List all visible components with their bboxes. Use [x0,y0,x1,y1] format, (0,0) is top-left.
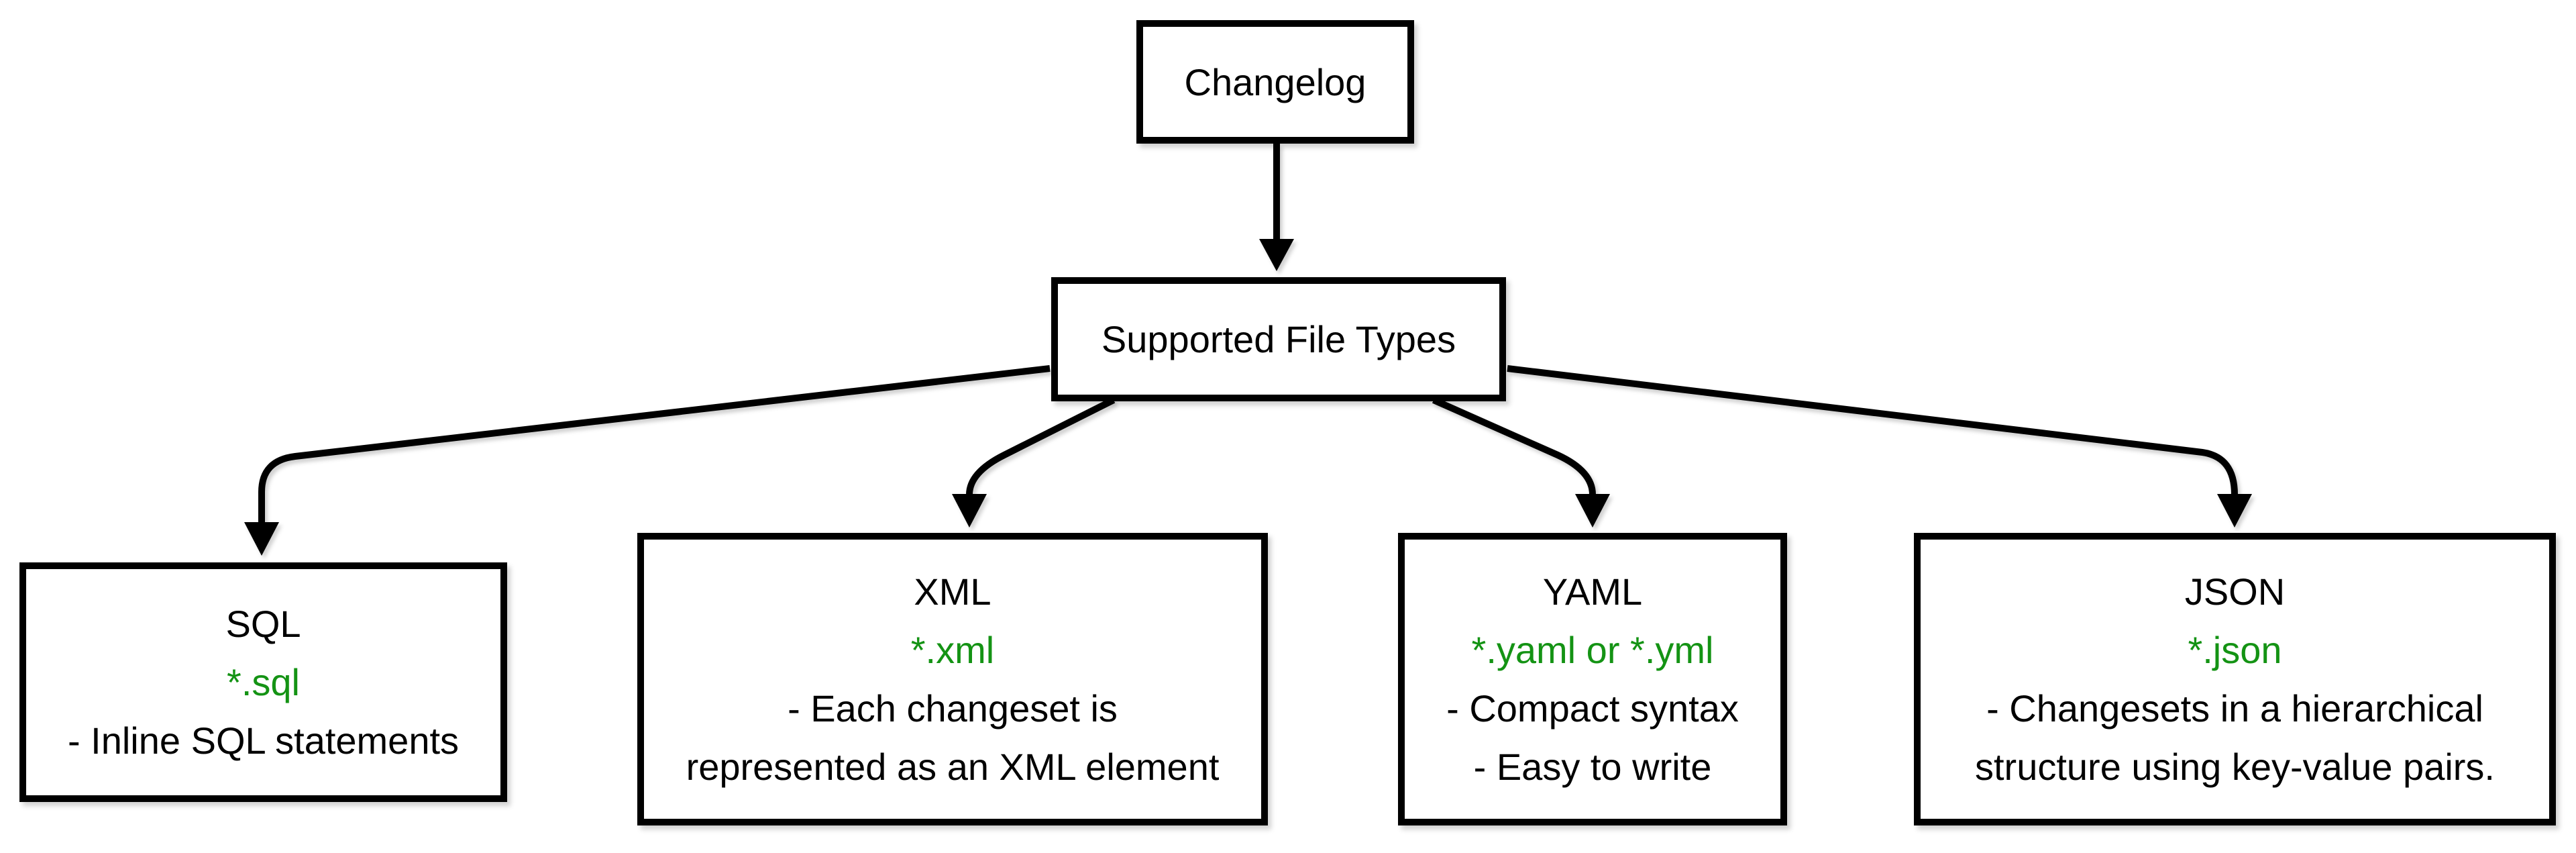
file-type-note: represented as an XML element [686,746,1220,788]
arrowhead-down-icon [1575,494,1610,528]
file-type-note: - Easy to write [1473,746,1712,788]
connector-supported-file-types-to-xml [952,397,1116,528]
node-file-type-xml: XML *.xml - Each changeset is represente… [637,533,1268,825]
file-type-note: - Compact syntax [1446,687,1739,730]
file-type-pattern: *.json [2188,629,2282,671]
arrowhead-down-icon [952,494,987,528]
node-changelog: Changelog [1136,20,1414,144]
file-type-note: - Each changeset is [788,687,1118,730]
connector-line [1432,397,1596,495]
connector-changelog-to-supported-file-types [1259,144,1294,271]
arrowhead-down-icon [2217,494,2252,528]
file-type-note: - Inline SQL statements [67,719,460,762]
file-type-pattern: *.yaml or *.yml [1471,629,1714,671]
file-type-title: XML [914,570,991,613]
file-type-title: YAML [1542,570,1643,613]
file-type-pattern: *.sql [227,661,300,703]
arrowhead-down-icon [244,522,279,556]
node-supported-file-types: Supported File Types [1051,277,1506,401]
connector-supported-file-types-to-sql [244,365,1051,556]
connector-line [966,397,1116,495]
file-type-title: SQL [225,603,301,645]
node-label: Supported File Types [1101,318,1456,360]
node-file-type-json: JSON *.json - Changesets in a hierarchic… [1914,533,2556,825]
file-type-note: structure using key-value pairs. [1974,746,2495,788]
file-type-note: - Changesets in a hierarchical [1986,687,2483,730]
connector-supported-file-types-to-yaml [1432,397,1610,528]
node-label: Changelog [1184,60,1366,103]
file-type-title: JSON [2184,570,2286,613]
node-file-type-yaml: YAML *.yaml or *.yml - Compact syntax - … [1398,533,1787,825]
arrowhead-down-icon [1259,239,1294,271]
node-file-type-sql: SQL *.sql - Inline SQL statements [19,562,507,802]
file-type-pattern: *.xml [910,629,995,671]
connector-line [1507,365,2238,495]
connector-supported-file-types-to-json [1507,365,2252,528]
connector-line [258,365,1051,523]
